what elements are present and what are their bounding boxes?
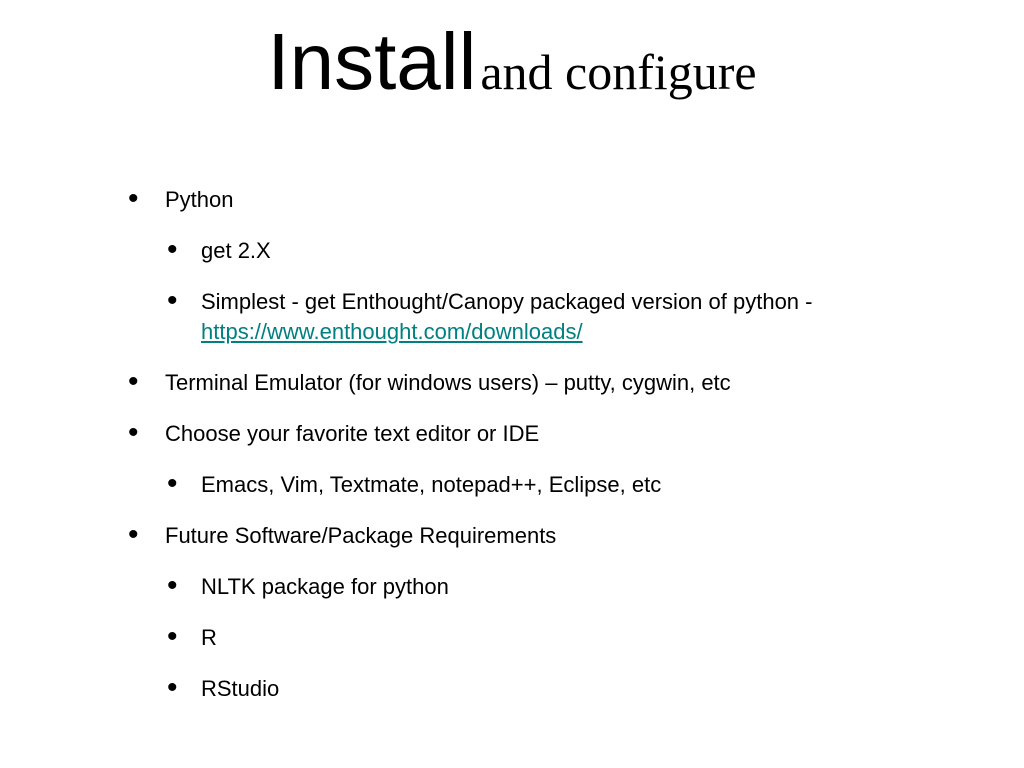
enthought-download-link[interactable]: https://www.enthought.com/downloads/ (201, 319, 583, 344)
title-sub: and configure (480, 44, 757, 100)
bullet-python: • Python (128, 184, 234, 215)
bullet-text: Future Software/Package Requirements (165, 523, 557, 548)
bullet-text: Emacs, Vim, Textmate, notepad++, Eclipse… (201, 472, 662, 497)
bullet-text: get 2.X (201, 238, 271, 263)
bullet-dot-icon: • (128, 518, 139, 551)
bullet-text: Choose your favorite text editor or IDE (165, 421, 540, 446)
bullet-text: NLTK package for python (201, 574, 449, 599)
bullet-dot-icon: • (167, 233, 178, 266)
bullet-dot-icon: • (167, 467, 178, 500)
bullet-dot-icon: • (167, 671, 178, 704)
bullet-dot-icon: • (167, 569, 178, 602)
bullet-text: RStudio (201, 676, 280, 701)
bullet-text: Simplest - get Enthought/Canopy packaged… (201, 289, 813, 314)
bullet-simplest: • Simplest - get Enthought/Canopy packag… (167, 286, 813, 347)
bullet-editor: • Choose your favorite text editor or ID… (128, 418, 540, 449)
bullet-r: • R (167, 622, 217, 653)
bullet-text: Python (165, 187, 234, 212)
title-main: Install (267, 17, 477, 106)
bullet-terminal: • Terminal Emulator (for windows users) … (128, 367, 731, 398)
bullet-dot-icon: • (128, 365, 139, 398)
bullet-rstudio: • RStudio (167, 673, 280, 704)
bullet-dot-icon: • (128, 416, 139, 449)
bullet-nltk: • NLTK package for python (167, 571, 449, 602)
bullet-get-2x: • get 2.X (167, 235, 271, 266)
slide-title: Installand configure (0, 22, 1024, 102)
bullet-dot-icon: • (167, 620, 178, 653)
bullet-text: Terminal Emulator (for windows users) – … (165, 370, 731, 395)
bullet-dot-icon: • (128, 182, 139, 215)
bullet-dot-icon: • (167, 284, 178, 317)
bullet-text: R (201, 625, 217, 650)
bullet-future: • Future Software/Package Requirements (128, 520, 557, 551)
bullet-editors-list: • Emacs, Vim, Textmate, notepad++, Eclip… (167, 469, 662, 500)
